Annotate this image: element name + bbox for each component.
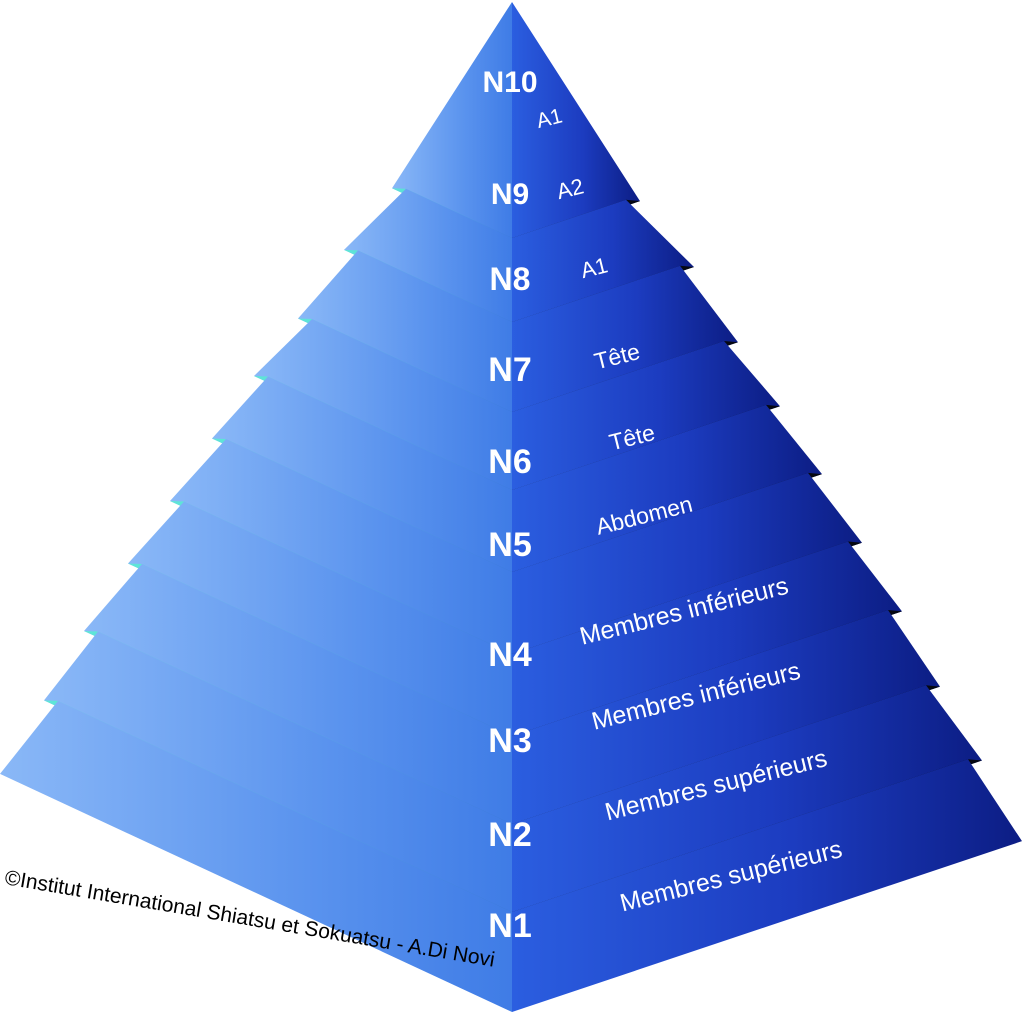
level-code-n1: N1 <box>488 907 531 945</box>
level-code-n8: N8 <box>490 261 531 297</box>
pyramid-block-n5 <box>170 438 862 660</box>
pyramid-block-n2 <box>44 630 982 918</box>
block-face-left <box>254 319 512 496</box>
block-face-right <box>512 2 640 244</box>
block-face-left <box>170 439 512 660</box>
block-face-right <box>512 541 902 742</box>
block-face-left <box>392 2 512 244</box>
block-face-left <box>128 501 512 742</box>
level-code-n6: N6 <box>488 443 531 481</box>
block-face-right <box>512 610 940 830</box>
level-code-n7: N7 <box>488 351 531 389</box>
level-code-n3: N3 <box>488 722 531 760</box>
level-code-n4: N4 <box>488 636 532 674</box>
level-code-n10: N10 <box>482 66 537 99</box>
pyramid-block-n7 <box>254 318 780 496</box>
block-face-left <box>84 563 512 830</box>
pyramid-block-n10 <box>392 2 640 244</box>
block-face-left <box>0 700 512 1012</box>
level-code-n9: N9 <box>491 178 529 211</box>
block-face-left <box>298 250 512 418</box>
pyramid-block-n6 <box>212 376 822 578</box>
pyramid-block-n8 <box>298 249 738 418</box>
block-face-right <box>512 685 982 918</box>
level-code-n2: N2 <box>488 816 531 854</box>
block-face-left <box>212 376 512 578</box>
pyramid-block-n4 <box>128 500 902 742</box>
pyramid-block-n9 <box>344 188 694 328</box>
block-face-right <box>512 472 862 660</box>
block-face-left <box>44 631 512 918</box>
pyramid-block-n1 <box>0 700 1022 1012</box>
level-code-n5: N5 <box>488 526 531 564</box>
block-face-right <box>512 199 694 328</box>
block-face-left <box>344 188 512 328</box>
block-face-right <box>512 265 738 418</box>
block-face-right <box>512 340 780 496</box>
pyramid-block-n3 <box>84 563 940 830</box>
block-face-right <box>512 404 822 578</box>
block-face-right <box>512 759 1022 1012</box>
